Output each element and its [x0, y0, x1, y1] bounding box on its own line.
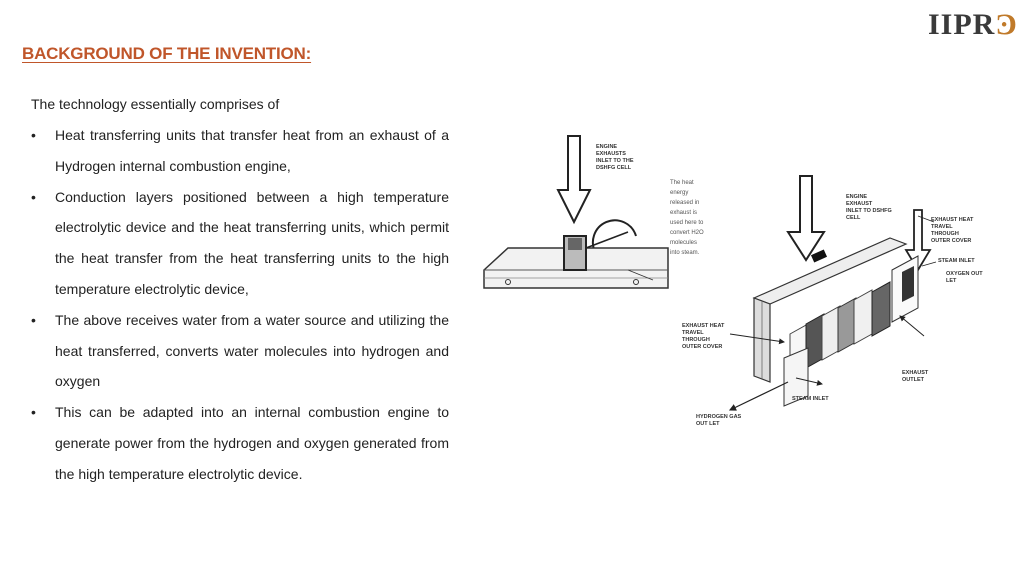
logo-text: IIPR — [928, 8, 996, 41]
down-arrow-icon — [556, 135, 592, 225]
intro-text: The technology essentially comprises of — [31, 96, 280, 112]
label-steam-inlet-bottom: STEAM INLET — [792, 396, 829, 402]
down-arrow-icon — [904, 209, 932, 272]
iipr-logo: IIPRϿ — [928, 8, 1018, 42]
list-item: • Conduction layers positioned between a … — [31, 182, 449, 305]
label-exhaust-heat-right: EXHAUST HEAT TRAVEL THROUGH OUTER COVER — [931, 217, 975, 244]
bullet-icon: • — [31, 404, 36, 421]
list-item: • The above receives water from a water s… — [31, 305, 449, 397]
bullet-list: • Heat transferring units that transfer h… — [31, 120, 449, 490]
label-exhaust-heat-left: EXHAUST HEAT TRAVEL THROUGH OUTER COVER — [682, 323, 726, 350]
page-title: BACKGROUND OF THE INVENTION: — [22, 44, 312, 63]
label-exhaust-outlet: EXHAUST OUTLET — [902, 370, 930, 383]
bullet-icon: • — [31, 127, 36, 143]
list-item: • This can be adapted into an internal co… — [31, 397, 449, 489]
label-steam-inlet-top: STEAM INLET — [938, 258, 975, 264]
label-engine-exhaust-inlet: ENGINE EXHAUST INLET TO DSHFG CELL — [846, 194, 893, 221]
label-heat-note: The heat energy released in exhaust is u… — [670, 180, 705, 256]
right-cell-figure — [728, 175, 937, 411]
label-engine-exhausts: ENGINE EXHAUSTS INLET TO THE DSHFG CELL — [596, 144, 635, 171]
electrolysis-cell-diagram: ENGINE EXHAUSTS INLET TO THE DSHFG CELL … — [483, 135, 984, 427]
front-plate — [783, 347, 809, 407]
bullet-text: Heat transferring units that transfer he… — [55, 127, 449, 174]
left-exhaust-figure — [483, 135, 669, 289]
bullet-icon: • — [31, 188, 36, 205]
bullet-text: This can be adapted into an internal com… — [55, 404, 449, 482]
bullet-text: The above receives water from a water so… — [55, 311, 449, 390]
bullet-text: Conduction layers positioned between a h… — [55, 188, 449, 297]
logo-swirl-icon: Ͽ — [995, 8, 1019, 41]
list-item: • Heat transferring units that transfer h… — [31, 120, 449, 182]
label-hydrogen-outlet: HYDROGEN GAS OUT LET — [696, 414, 743, 427]
down-arrow-icon — [786, 175, 826, 262]
bullet-icon: • — [31, 311, 36, 328]
plate-stack — [789, 255, 919, 379]
label-oxygen-outlet: OXYGEN OUT LET — [946, 271, 984, 284]
